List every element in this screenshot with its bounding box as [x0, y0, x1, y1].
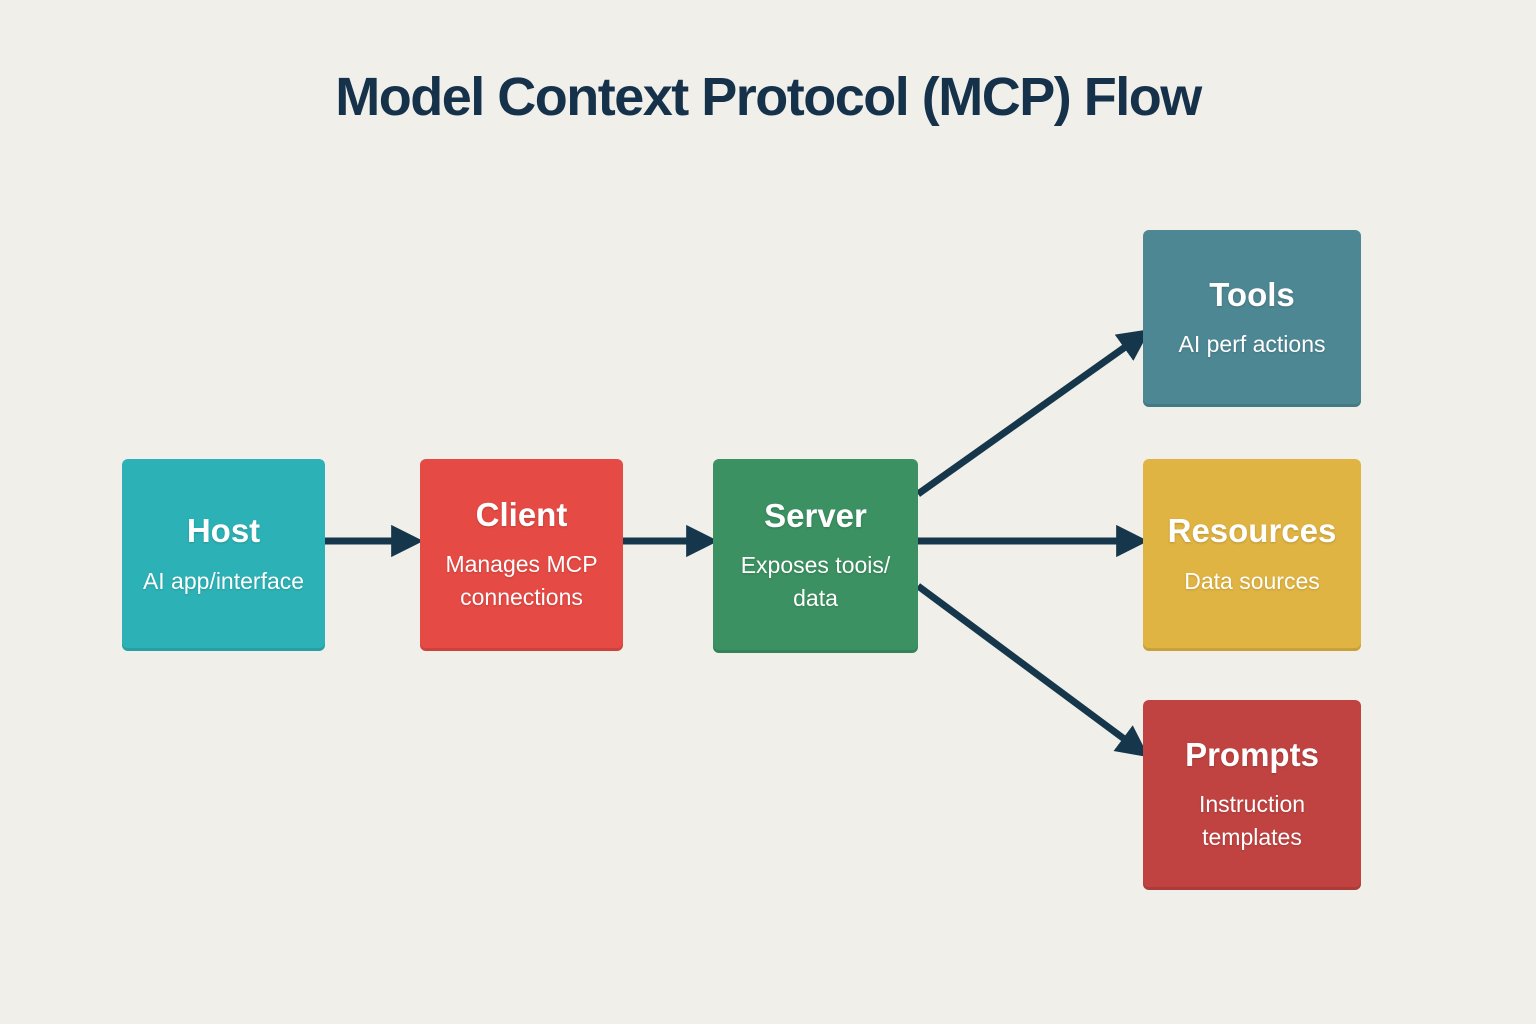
arrow-server-to-tools — [915, 329, 1151, 497]
node-tools-label: Tools — [1209, 275, 1295, 313]
node-prompts-sublabel: Instruction templates — [1198, 791, 1306, 850]
node-client-label: Client — [475, 496, 568, 534]
node-prompts: Prompts Instruction templates — [1143, 700, 1361, 890]
node-host-sublabel: AI app/interface — [142, 567, 305, 594]
arrow-server-to-prompts — [915, 583, 1149, 758]
node-client-sublabel: Manages MCP connections — [445, 551, 598, 610]
node-tools: Tools AI perf actions — [1143, 230, 1361, 407]
node-resources-sublabel: Data sources — [1184, 567, 1320, 594]
node-server-sublabel: Exposes toois/ data — [740, 552, 891, 611]
node-server-label: Server — [764, 497, 867, 535]
node-resources: Resources Data sources — [1143, 459, 1361, 651]
node-resources-label: Resources — [1167, 512, 1337, 550]
node-client: Client Manages MCP connections — [420, 459, 623, 651]
diagram-title: Model Context Protocol (MCP) Flow — [335, 67, 1202, 127]
node-prompts-label: Prompts — [1185, 736, 1319, 774]
node-server: Server Exposes toois/ data — [713, 459, 918, 653]
node-host-label: Host — [186, 512, 261, 550]
node-tools-sublabel: AI perf actions — [1178, 331, 1326, 358]
node-host: Host AI app/interface — [122, 459, 325, 651]
